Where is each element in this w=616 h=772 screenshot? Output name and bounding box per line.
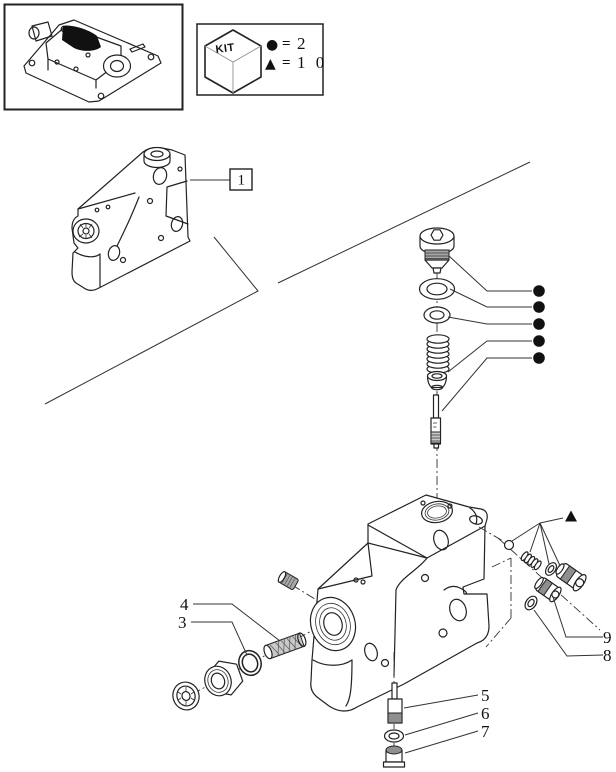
- kit-bullet-marker: [533, 285, 545, 297]
- kit-bullet-marker: [533, 352, 545, 364]
- callout-4-label[interactable]: 4: [180, 595, 189, 614]
- equals-sign: =: [282, 55, 291, 71]
- callout-3[interactable]: 3: [178, 613, 248, 656]
- legend-row-bullet: ● = 2: [266, 34, 306, 53]
- callout-8-label[interactable]: 8: [603, 646, 612, 665]
- callout-1[interactable]: 1: [190, 168, 253, 191]
- check-ball-part: [503, 539, 515, 551]
- check-spring-part: [520, 551, 542, 571]
- pin-item5-part: [387, 682, 403, 724]
- callout-4[interactable]: 4: [180, 595, 281, 642]
- oring-item6-part: [383, 729, 405, 743]
- callout-5[interactable]: 5: [403, 686, 490, 709]
- relief-rod-part: [430, 394, 442, 449]
- end-cap-part: [172, 681, 200, 711]
- triangle-qty: 1 0: [297, 53, 327, 72]
- equals-sign: =: [282, 36, 291, 52]
- lower-plug-detail: [382, 652, 406, 768]
- highlighted-section: [62, 25, 101, 51]
- thumbnail-overview-box: [3, 3, 184, 111]
- bullet-icon: ●: [266, 37, 278, 53]
- kit-legend-box: KIT ● = 2 ▲ = 1 0: [196, 23, 327, 96]
- bullet-qty: 2: [297, 34, 306, 53]
- callout-1-label[interactable]: 1: [238, 173, 246, 189]
- legend-row-triangle: ▲ = 1 0: [265, 53, 327, 72]
- kit-bullet-marker: [533, 301, 545, 313]
- callout-9[interactable]: 9: [552, 596, 612, 647]
- callout-5-label[interactable]: 5: [481, 686, 490, 705]
- relief-plug-part: [419, 227, 455, 274]
- relief-valve-stack: [418, 227, 545, 502]
- assembly-overview-drawing: [23, 19, 162, 103]
- relief-poppet-part: [426, 370, 448, 391]
- callout-6-label[interactable]: 6: [481, 704, 490, 723]
- kit-bullet-marker: [533, 318, 545, 330]
- callout-3-label[interactable]: 3: [178, 613, 187, 632]
- relief-oring-part: [418, 278, 456, 300]
- valve-section-item1-drawing: [71, 146, 191, 291]
- kit-bullet-marker: [533, 335, 545, 347]
- check-valve-kit-detail: [478, 510, 601, 648]
- plug-item9-part: [534, 576, 562, 603]
- check-plug-part: [555, 563, 587, 592]
- callout-7[interactable]: 7: [404, 722, 490, 754]
- main-valve-body-drawing: [176, 494, 490, 712]
- callout-9-label[interactable]: 9: [603, 628, 612, 647]
- relief-washer-part: [423, 306, 451, 324]
- washer-item8-part: [524, 595, 538, 611]
- filter-spring-part: [263, 632, 307, 660]
- callout-6[interactable]: 6: [404, 704, 490, 736]
- relief-spring-part: [426, 334, 450, 374]
- callout-8[interactable]: 8: [533, 609, 612, 665]
- hex-plug-part: [204, 660, 244, 697]
- kit-triangle-marker: [565, 510, 577, 522]
- knurled-plug-part: [277, 571, 299, 590]
- triangle-marker-leaders: [511, 510, 577, 571]
- callout-7-label[interactable]: 7: [481, 722, 490, 741]
- kit-label: KIT: [215, 42, 236, 56]
- plug-item7-part: [382, 745, 406, 768]
- triangle-icon: ▲: [265, 56, 276, 72]
- kit-bullet-markers: [441, 255, 545, 412]
- reference-lines: [44, 161, 531, 405]
- check-washer-part: [544, 562, 558, 576]
- kit-cube-icon: KIT: [204, 29, 262, 94]
- left-plug-detail: [172, 571, 307, 711]
